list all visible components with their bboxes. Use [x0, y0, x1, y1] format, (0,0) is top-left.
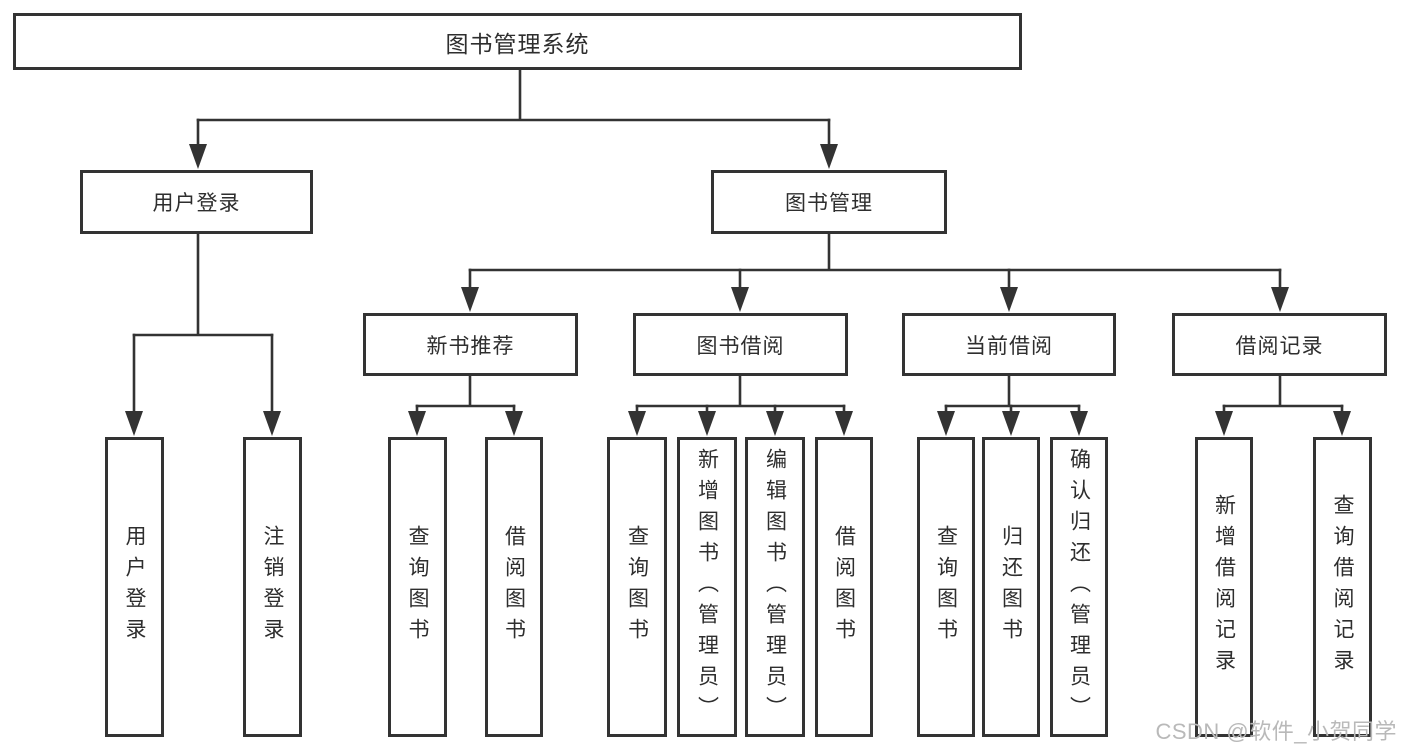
node-book-borrow: 图书借阅: [633, 313, 848, 376]
node-query-books-recommend: 查询图书: [388, 437, 447, 737]
node-label: 借阅记录: [1235, 334, 1324, 358]
node-label: 用户登录: [123, 525, 146, 649]
node-query-books-borrow: 查询图书: [607, 437, 667, 737]
node-label: 新增图书（管理员）: [695, 447, 719, 727]
node-label: 查询图书: [406, 525, 429, 649]
node-current-borrow: 当前借阅: [902, 313, 1116, 376]
node-root: 图书管理系统: [13, 13, 1022, 70]
node-book-management: 图书管理: [711, 170, 947, 234]
node-new-book-recommend: 新书推荐: [363, 313, 578, 376]
node-login: 用户登录: [105, 437, 164, 737]
node-label: 注销登录: [261, 525, 284, 649]
node-label: 用户登录: [152, 192, 241, 215]
node-label: 借阅图书: [502, 525, 526, 649]
node-borrow-records: 借阅记录: [1172, 313, 1387, 376]
node-label: 查询图书: [934, 525, 958, 649]
node-logout: 注销登录: [243, 437, 302, 737]
node-query-books-current: 查询图书: [917, 437, 975, 737]
watermark: CSDN @软件_小贺同学: [1155, 719, 1397, 744]
node-label: 借阅图书: [832, 525, 856, 649]
node-label: 当前借阅: [965, 334, 1053, 358]
node-label: 确认归还（管理员）: [1067, 447, 1091, 727]
node-confirm-return-admin: 确认归还（管理员）: [1050, 437, 1108, 737]
node-label: 新增借阅记录: [1212, 494, 1236, 680]
node-borrow-books-recommend: 借阅图书: [485, 437, 543, 737]
node-label: 图书管理: [785, 192, 873, 215]
node-borrow-books: 借阅图书: [815, 437, 873, 737]
node-add-borrow-record: 新增借阅记录: [1195, 437, 1253, 737]
node-label: 查询借阅记录: [1331, 494, 1354, 680]
node-edit-book-admin: 编辑图书（管理员）: [745, 437, 805, 737]
node-label: 图书借阅: [696, 334, 785, 358]
node-user-login: 用户登录: [80, 170, 313, 234]
node-label: 图书管理系统: [445, 30, 590, 57]
node-label: 查询图书: [625, 525, 649, 649]
node-return-book: 归还图书: [982, 437, 1040, 737]
node-query-borrow-record: 查询借阅记录: [1313, 437, 1372, 737]
node-label: 编辑图书（管理员）: [763, 447, 787, 727]
node-add-book-admin: 新增图书（管理员）: [677, 437, 737, 737]
node-label: 新书推荐: [426, 334, 515, 358]
node-label: 归还图书: [999, 525, 1023, 649]
